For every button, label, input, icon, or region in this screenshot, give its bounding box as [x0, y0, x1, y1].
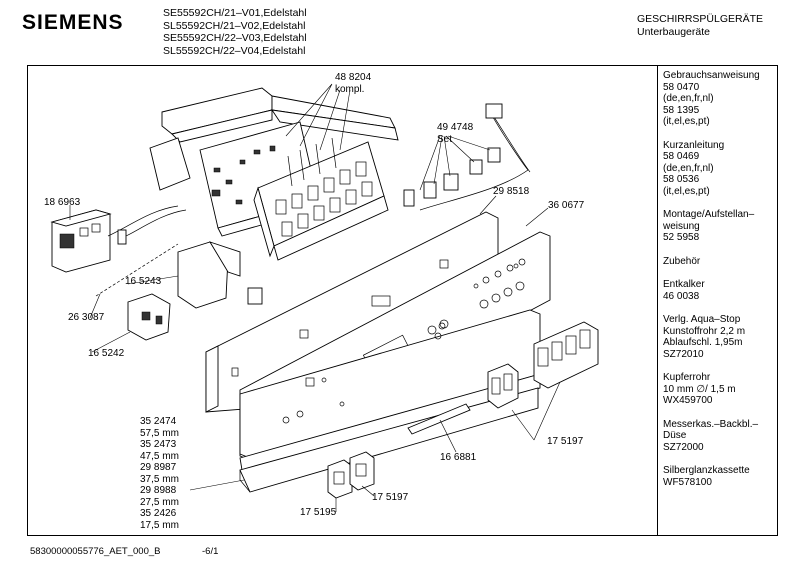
trim-part-number: 35 2473 [140, 439, 177, 450]
sidebar-line: 58 0470 [663, 81, 700, 93]
part-label-26-3087: 26 3087 [68, 312, 105, 323]
part-label-16-6881: 16 6881 [440, 452, 477, 463]
sidebar-line: (it,el,es,pt) [663, 116, 710, 127]
part-label-16-5243: 16 5243 [125, 276, 162, 287]
trim-size-list: 35 2474 57,5 mm 35 2473 47,5 mm 29 8987 … [140, 416, 179, 531]
part-label-17-5197-right: 17 5197 [547, 436, 584, 447]
sidebar-block-descaler: Entkalker 46 0038 [663, 279, 778, 302]
sidebar-line: Silberglanzkassette [663, 465, 750, 476]
sidebar-divider [657, 65, 658, 536]
sidebar-line: (de,en,fr,nl) [663, 93, 714, 104]
display-module [50, 205, 187, 273]
model-line: SE55592CH/22–V03,Edelstahl [163, 32, 307, 44]
document-id: 58300000055776_AET_000_B [30, 546, 161, 557]
part-label-17-5195: 17 5195 [300, 507, 337, 518]
sidebar-block-accessories: Zubehör [663, 256, 778, 268]
leader-lines [69, 83, 561, 512]
trim-part-number: 29 8987 [140, 462, 177, 473]
button-caps-right [487, 321, 599, 409]
sidebar-line: Gebrauchsanweisung [663, 70, 760, 81]
sidebar-block-nozzle: Messerkas.–Backbl.– Düse SZ72000 [663, 419, 778, 454]
button-caps-bottom [327, 451, 375, 499]
part-label-16-5242: 16 5242 [88, 348, 125, 359]
model-list: SE55592CH/21–V01,Edelstahl SL55592CH/21–… [163, 7, 307, 57]
brand-logo: SIEMENS [22, 11, 124, 34]
page-number: -6/1 [202, 546, 219, 557]
trim-size: 37,5 mm [140, 473, 179, 485]
sidebar-line: Zubehör [663, 255, 701, 267]
trim-size: 27,5 mm [140, 496, 179, 508]
part-label-48-8204: 48 8204 kompl. [335, 72, 371, 95]
button-module [253, 137, 389, 261]
outer-trim-panel [239, 309, 541, 471]
sidebar-block-aquastop: Verlg. Aqua–Stop Kunstoffrohr 2,2 m Abla… [663, 314, 778, 360]
sidebar-line: 58 0536 [663, 174, 700, 185]
trim-size: 57,5 mm [140, 427, 179, 439]
sidebar-line: (de,en,fr,nl) [663, 162, 714, 174]
flat-button-strip [407, 403, 471, 435]
sidebar-line: 58 0469 [663, 151, 700, 162]
inner-frame [205, 211, 499, 413]
trim-size: 17,5 mm [140, 519, 179, 531]
sidebar-line: 10 mm ∅/ 1,5 m [663, 383, 736, 395]
part-label-17-5197-bottom: 17 5197 [372, 492, 409, 503]
trim-part-number: 35 2426 [140, 508, 177, 519]
part-number: 49 4748 [437, 122, 474, 133]
sidebar-block-quickguide: Kurzanleitung 58 0469 (de,en,fr,nl) 58 0… [663, 140, 778, 198]
sidebar-line: Kunstoffrohr 2,2 m [663, 325, 746, 337]
sidebar-line: Entkalker [663, 279, 705, 290]
sidebar-line: 58 1395 [663, 104, 700, 116]
category-line: GESCHIRRSPÜLGERÄTE [637, 13, 764, 25]
trim-part-number: 35 2474 [140, 416, 177, 427]
sidebar-block-copperpipe: Kupferrohr 10 mm ∅/ 1,5 m WX459700 [663, 372, 778, 407]
connector-block [127, 293, 171, 341]
part-label-29-8518: 29 8518 [493, 186, 530, 197]
sidebar-line: Kupferrohr [663, 372, 711, 383]
sensor-bracket [177, 241, 263, 309]
sidebar-line: Verlg. Aqua–Stop [663, 314, 741, 325]
sidebar-block-silvercassette: Silberglanzkassette WF578100 [663, 465, 778, 488]
sidebar-line: SZ72000 [663, 441, 704, 453]
sidebar-block-installation: Montage/Aufstellan– weisung 52 5958 [663, 209, 778, 244]
sidebar-line: WF578100 [663, 476, 712, 488]
part-label-49-4748: 49 4748 Set [437, 122, 473, 145]
trim-part-number: 29 8988 [140, 485, 177, 496]
trim-size: 47,5 mm [140, 450, 179, 462]
sidebar-line: Messerkas.–Backbl.– [663, 418, 759, 430]
wiring-harness [403, 103, 531, 211]
top-cover-bracket [149, 87, 399, 191]
sidebar-line: 46 0038 [663, 290, 700, 302]
part-label-18-6963: 18 6963 [44, 197, 81, 208]
sidebar-line: SZ72010 [663, 348, 704, 360]
sidebar-line: (it,el,es,pt) [663, 185, 710, 197]
category-line: Unterbaugeräte [637, 25, 710, 38]
model-line: SE55592CH/21–V01,Edelstahl [163, 7, 307, 19]
sidebar-line: Düse [663, 430, 687, 441]
accessory-sidebar: Gebrauchsanweisung 58 0470 (de,en,fr,nl)… [663, 70, 778, 500]
part-note: Set [437, 133, 453, 145]
category-title: GESCHIRRSPÜLGERÄTE Unterbaugeräte [637, 13, 763, 38]
model-line: SL55592CH/22–V04,Edelstahl [163, 44, 306, 57]
sidebar-line: Ablaufschl. 1,95m [663, 337, 743, 348]
part-note: kompl. [335, 83, 365, 95]
model-line: SL55592CH/21–V02,Edelstahl [163, 19, 306, 32]
sidebar-line: 52 5958 [663, 232, 700, 243]
sidebar-line: WX459700 [663, 395, 713, 406]
diagram-frame [27, 65, 778, 536]
part-label-36-0677: 36 0677 [548, 200, 585, 211]
sidebar-line: Kurzanleitung [663, 139, 725, 151]
sidebar-line: Montage/Aufstellan– [663, 209, 755, 220]
sidebar-block-manual: Gebrauchsanweisung 58 0470 (de,en,fr,nl)… [663, 70, 778, 128]
sidebar-line: weisung [663, 220, 700, 232]
part-number: 48 8204 [335, 72, 372, 83]
